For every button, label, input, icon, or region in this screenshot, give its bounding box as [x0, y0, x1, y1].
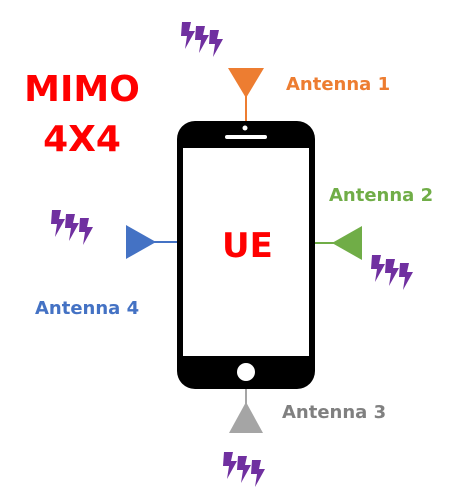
antenna-1-label: Antenna 1	[286, 74, 391, 95]
antenna-3-label: Antenna 3	[282, 402, 387, 423]
antenna-2-label: Antenna 2	[329, 185, 434, 206]
phone-home-button	[237, 363, 255, 381]
title-line-1: MIMO	[24, 69, 140, 110]
phone-speaker	[225, 135, 267, 139]
antenna-4-label: Antenna 4	[35, 298, 140, 319]
signal-icon-right	[371, 255, 413, 290]
antenna-4-icon	[126, 225, 156, 259]
phone-screen	[183, 148, 309, 356]
antenna-1-icon	[228, 68, 264, 98]
antenna-2-icon	[332, 226, 362, 260]
antenna-3-icon	[229, 402, 263, 433]
device-label: UE	[222, 226, 273, 266]
signal-icon-top	[181, 22, 223, 57]
phone-camera	[242, 125, 248, 131]
signal-icon-left	[51, 210, 93, 245]
title-line-2: 4X4	[43, 119, 121, 160]
signal-icon-bottom	[223, 452, 265, 487]
